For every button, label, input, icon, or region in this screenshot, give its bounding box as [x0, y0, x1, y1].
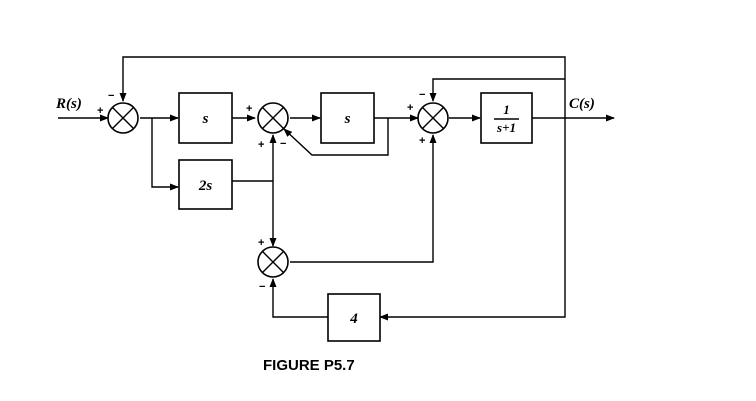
block-2s: 2s [178, 159, 233, 210]
wire-local-feedback [283, 118, 389, 156]
sign-s4-top: + [258, 237, 264, 249]
wire-branch-2s [151, 118, 179, 191]
sign-s3-left: + [407, 102, 413, 114]
wire-feedback-outer [119, 56, 566, 118]
sign-s2-bottom-plus: + [258, 139, 264, 151]
sign-s1-top: − [108, 90, 114, 102]
sign-s2-left: + [246, 103, 252, 115]
sign-s2-bottom-minus: − [280, 138, 286, 150]
block-4: 4 [327, 293, 381, 342]
sign-s4-bottom: − [259, 281, 265, 293]
sign-s3-bottom: + [419, 135, 425, 147]
output-label: C(s) [569, 96, 595, 112]
wire-s4-s3 [290, 134, 437, 263]
block-s-1: s [178, 92, 233, 144]
block-transfer-denominator: s+1 [496, 120, 516, 135]
wire-feedback-4 [379, 118, 566, 321]
wire-feedback-s3 [429, 78, 565, 102]
input-label: R(s) [55, 96, 82, 112]
block-transfer-1-over-s-plus-1: 1 s+1 [480, 92, 533, 144]
summing-junction-4 [257, 246, 289, 278]
sign-s1-left: + [97, 105, 103, 117]
block-4-label: 4 [349, 311, 358, 327]
wire-4-s4 [269, 278, 328, 318]
block-s-2-label: s [344, 111, 351, 127]
summing-junction-2 [257, 102, 289, 134]
summing-junction-3 [417, 102, 449, 134]
figure-caption: FIGURE P5.7 [263, 357, 355, 374]
block-2s-label: 2s [198, 178, 213, 194]
block-s-2: s [320, 92, 375, 144]
sign-s3-top: − [419, 89, 425, 101]
block-s-1-label: s [202, 111, 209, 127]
block-transfer-numerator: 1 [503, 102, 510, 117]
summing-junction-1 [107, 102, 139, 134]
